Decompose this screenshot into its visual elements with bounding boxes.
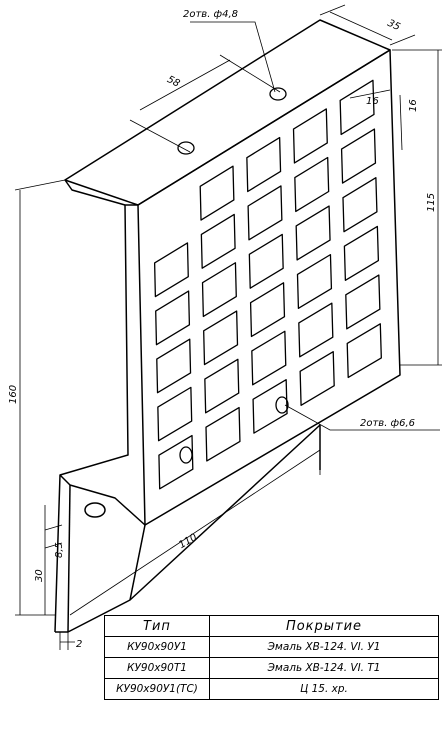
vent-window [251,330,287,386]
vent-window [294,156,330,213]
bracket-body [54,19,401,633]
vent-window [296,253,333,310]
label-160: 160 [8,385,19,404]
label-8-5: 8,5 [54,542,65,558]
top-hole-2 [269,87,287,101]
vent-window [153,242,189,298]
cell-coating: Ц 15. хр. [209,678,439,700]
flange-thickness [129,524,146,601]
vent-window [248,233,284,289]
cell-coating: Эмаль ХВ-124. VI. У1 [209,636,439,658]
dim-2 [59,632,75,650]
vent-window [249,282,286,338]
vent-window [199,165,235,221]
cell-coating: Эмаль ХВ-124. VI. Т1 [209,657,439,679]
dim-58 [129,54,281,153]
label-holes-top: 2отв. ф4,8 [183,9,238,20]
vent-window [345,274,381,330]
label-115: 115 [426,193,437,212]
dim-16-w [349,89,391,99]
dim-16-h [399,94,403,151]
vent-window [204,358,240,414]
leader-side-holes [284,404,440,431]
top-plate [64,19,391,206]
vent-window [299,351,335,406]
flange-lower-edge [55,424,321,633]
vent-window [156,338,192,394]
holes [177,87,289,464]
vent-window [155,290,191,346]
table-row: КУ90х90У1(ТС) Ц 15. хр. [104,678,439,700]
dim-8-5 [44,524,63,549]
header-type: Тип [104,615,210,637]
label-2: 2 [76,639,82,650]
vent-window [203,310,239,366]
label-110: 110 [177,532,199,551]
vent-window [252,379,288,434]
vent-window [339,79,375,136]
dim-110 [69,440,321,616]
vent-window [342,177,378,233]
dimension-lines [14,4,442,650]
cell-type: КУ90х90Т1 [104,657,210,679]
vertical-web [64,179,138,206]
vent-window [157,386,193,442]
vent-window [343,225,380,281]
vent-window [205,406,241,462]
vent-window [295,205,331,261]
flange-front [67,484,71,633]
side-hole-2 [179,446,193,464]
side-hole-1 [275,396,289,414]
vent-window [292,108,328,164]
bottom-flange [59,474,146,526]
cell-type: КУ90х90У1 [104,636,210,658]
vent-window [246,136,282,193]
label-30: 30 [34,569,45,582]
vent-windows [153,79,382,490]
top-hole-1 [177,141,195,155]
front-face [137,49,401,526]
label-16-w: 16 [366,96,379,107]
vent-window [200,213,236,269]
table-row: КУ90х90Т1 Эмаль ХВ-124. VI. Т1 [104,657,439,679]
dim-160 [14,179,66,616]
vent-window [346,323,382,379]
header-coating: Покрытие [209,615,439,637]
dimension-labels: 2отв. ф4,8 2отв. ф6,6 35 58 16 16 115 16… [8,9,437,650]
label-16-h: 16 [408,99,419,112]
label-35: 35 [386,18,402,33]
vent-window [247,185,283,241]
boss [84,502,106,518]
vent-window [298,302,334,358]
web-back-edge [54,204,129,633]
label-58: 58 [165,74,181,90]
vent-window [201,262,237,318]
vent-window [340,128,377,184]
table-header-row: Тип Покрытие [104,615,439,637]
label-holes-side: 2отв. ф6,6 [360,418,415,429]
vent-window [158,434,194,490]
table-row: КУ90х90У1 Эмаль ХВ-124. VI. У1 [104,636,439,658]
dim-115 [392,49,442,366]
leader-top-holes [190,21,276,93]
spec-table: Тип Покрытие КУ90х90У1 Эмаль ХВ-124. VI.… [104,615,439,700]
dim-35 [319,4,416,46]
cell-type: КУ90х90У1(ТС) [104,678,210,700]
